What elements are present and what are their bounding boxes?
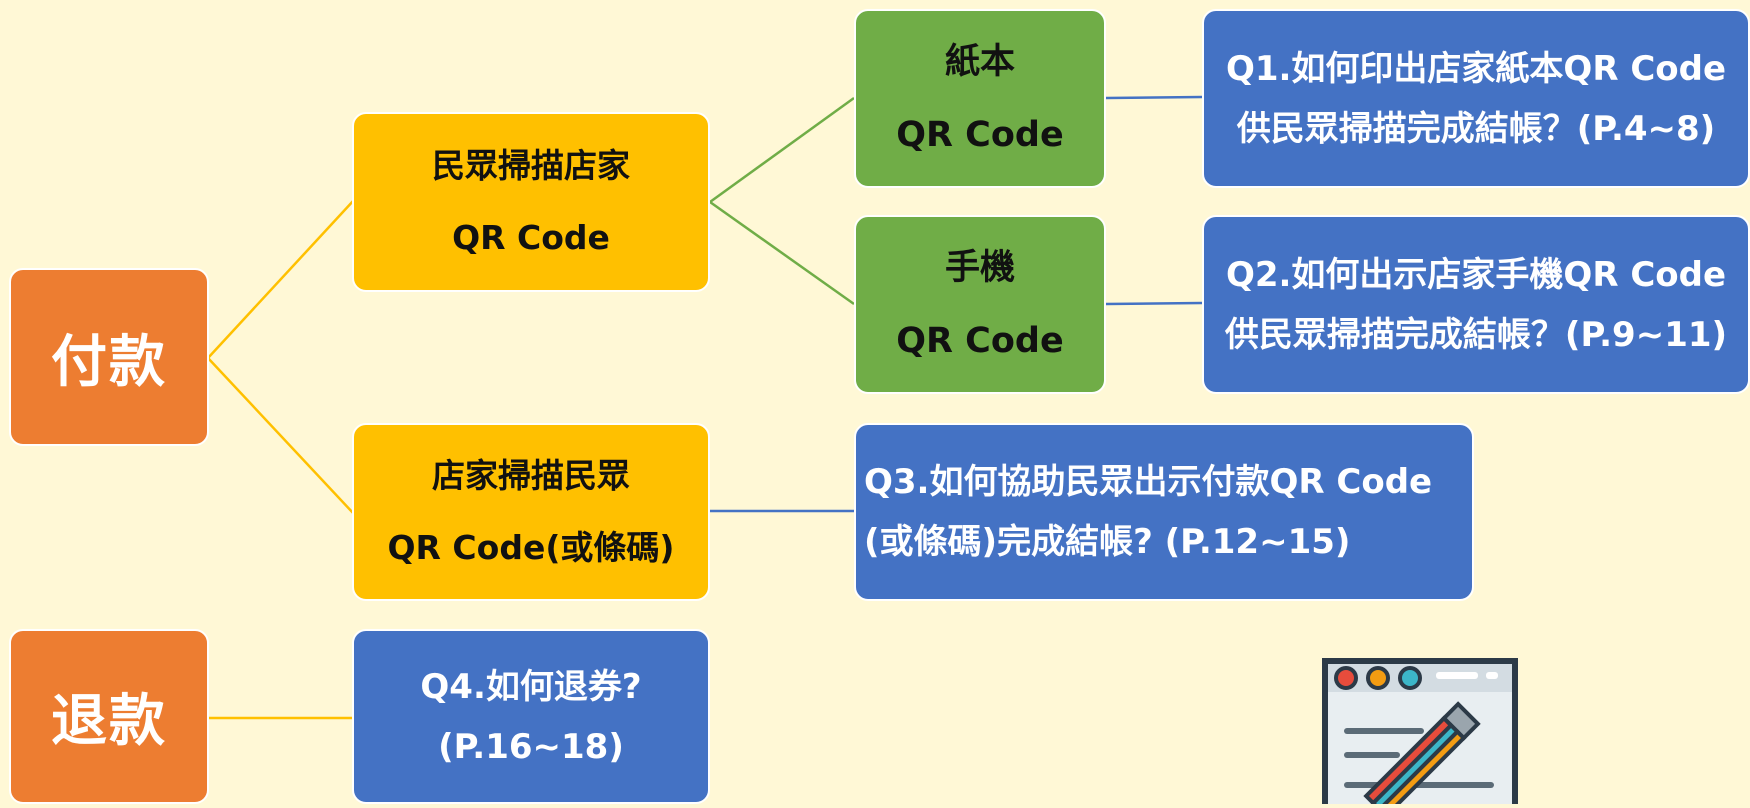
customer-scans-store-line2: QR Code xyxy=(452,218,610,257)
store-scans-customer-line2: QR Code(或條碼) xyxy=(387,528,675,567)
connector-payment-to-store-scan xyxy=(207,357,355,515)
q2-line1: Q2.如何出示店家手機QR Code xyxy=(1225,254,1727,295)
q4-line2: (P.16~18) xyxy=(438,726,624,767)
refund-label: 退款 xyxy=(51,689,167,754)
mobile-qr-line2: QR Code xyxy=(896,320,1064,361)
q1-node[interactable]: Q1.如何印出店家紙本QR Code 供民眾掃描完成結帳？(P.4~8) xyxy=(1202,9,1750,188)
q4-line1: Q4.如何退券? xyxy=(420,666,642,707)
q3-line1: Q3.如何協助民眾出示付款QR Code xyxy=(864,462,1433,502)
store-scans-customer-line1: 店家掃描民眾 xyxy=(432,455,630,495)
q2-node[interactable]: Q2.如何出示店家手機QR Code 供民眾掃描完成結帳？(P.9~11) xyxy=(1202,215,1750,394)
store-scans-customer-node: 店家掃描民眾 QR Code(或條碼) xyxy=(352,423,710,601)
refund-node: 退款 xyxy=(9,629,209,804)
connector-payment-to-customer-scan xyxy=(207,199,355,359)
connector-paper-to-q1 xyxy=(1105,95,1203,100)
mobile-qr-line1: 手機 xyxy=(944,248,1015,288)
payment-label: 付款 xyxy=(51,329,167,395)
paper-qr-node: 紙本 QR Code xyxy=(854,9,1106,188)
payment-node: 付款 xyxy=(9,268,209,446)
q2-line2: 供民眾掃描完成結帳？(P.9~11) xyxy=(1224,314,1728,355)
q3-node[interactable]: Q3.如何協助民眾出示付款QR Code (或條碼)完成結帳? (P.12~15… xyxy=(854,423,1474,601)
connector-customer-scan-to-mobile xyxy=(709,200,855,306)
connector-mobile-to-q2 xyxy=(1105,301,1203,306)
customer-scans-store-node: 民眾掃描店家 QR Code xyxy=(352,112,710,292)
document-pencil-icon xyxy=(1320,656,1520,808)
q3-line2: (或條碼)完成結帳? (P.12~15) xyxy=(864,522,1351,562)
mobile-qr-node: 手機 QR Code xyxy=(854,215,1106,394)
connector-customer-scan-to-paper xyxy=(709,96,855,204)
paper-qr-line1: 紙本 xyxy=(944,42,1015,82)
q1-line2: 供民眾掃描完成結帳？(P.4~8) xyxy=(1236,108,1716,149)
q4-node[interactable]: Q4.如何退券? (P.16~18) xyxy=(352,629,710,804)
q1-line1: Q1.如何印出店家紙本QR Code xyxy=(1225,48,1727,89)
paper-qr-line2: QR Code xyxy=(896,114,1064,155)
customer-scans-store-line1: 民眾掃描店家 xyxy=(432,145,630,185)
